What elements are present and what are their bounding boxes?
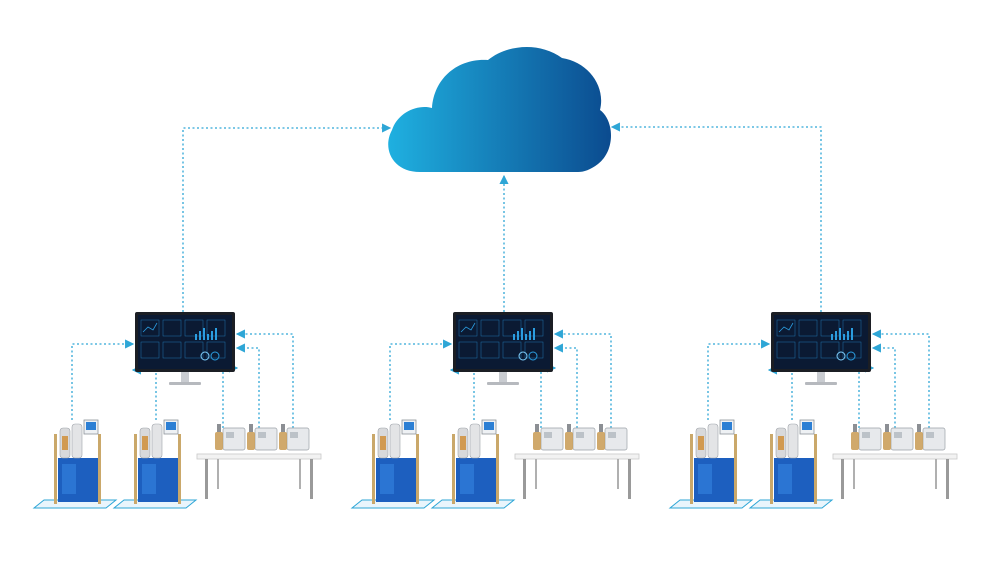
- bioreactor-icon: [112, 419, 198, 509]
- bioreactor-icon: [350, 419, 436, 509]
- connector-bioreactor-1: [71, 339, 135, 420]
- connector-site-3-cloud: [610, 122, 822, 312]
- connector-bench-1: [540, 363, 557, 428]
- connector-site-1-cloud: [182, 123, 392, 312]
- connector-bench-1: [858, 363, 875, 428]
- benchtop-bioreactor-icon: [247, 424, 278, 451]
- connector-bioreactor-2: [767, 365, 793, 420]
- benchtop-bioreactor-icon: [565, 424, 596, 451]
- site-3: [668, 312, 958, 509]
- benchtop-bioreactor-icon: [915, 424, 946, 451]
- cloud-icon: [388, 46, 611, 172]
- connector-bench-2: [235, 343, 260, 428]
- connector-bench-3: [235, 329, 294, 428]
- connector-bioreactor-1: [389, 339, 453, 420]
- benchtop-bioreactor-icon: [597, 424, 628, 451]
- connector-bench-3: [553, 329, 612, 428]
- benchtop-bioreactor-icon: [851, 424, 882, 451]
- connector-bench-2: [553, 343, 578, 428]
- site-1: [32, 312, 322, 509]
- site-2: [350, 312, 640, 509]
- connector-bench-1: [222, 363, 239, 428]
- connector-bench-2: [871, 343, 896, 428]
- connector-bioreactor-1: [707, 339, 771, 420]
- connector-bench-3: [871, 329, 930, 428]
- benchtop-bioreactor-icon: [533, 424, 564, 451]
- benchtop-bioreactor-icon: [883, 424, 914, 451]
- connector-bioreactor-2: [449, 365, 475, 420]
- connector-bioreactor-2: [131, 365, 157, 420]
- sites: [32, 312, 958, 509]
- dashboard-monitor-icon: [771, 312, 871, 385]
- lab-bench: [514, 453, 640, 499]
- dashboard-monitor-icon: [135, 312, 235, 385]
- bioreactor-icon: [748, 419, 834, 509]
- dashboard-monitor-icon: [453, 312, 553, 385]
- benchtop-bioreactor-icon: [215, 424, 246, 451]
- benchtop-bioreactor-icon: [279, 424, 310, 451]
- lab-bench: [832, 453, 958, 499]
- lab-bench: [196, 453, 322, 499]
- bioreactor-icon: [430, 419, 516, 509]
- bioreactor-icon: [32, 419, 118, 509]
- bioreactor-icon: [668, 419, 754, 509]
